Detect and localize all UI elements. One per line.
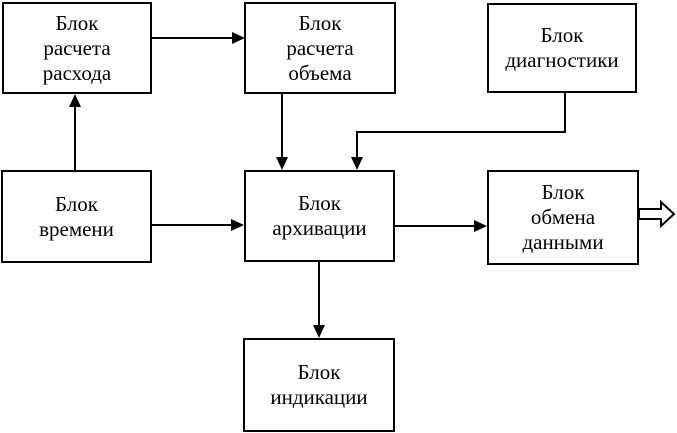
connector-flow-to-volume bbox=[152, 32, 245, 44]
block-time: Блок времени bbox=[1, 170, 152, 263]
block-flow-calc: Блок расчета расхода bbox=[2, 2, 152, 94]
connector-diagnostics-to-archive bbox=[351, 93, 566, 170]
block-volume-calc: Блок расчета объема bbox=[244, 2, 396, 94]
output-block-arrow-icon bbox=[638, 199, 676, 229]
connector-volume-to-archive bbox=[276, 94, 288, 170]
block-data-exchange: Блок обмена данными bbox=[487, 170, 639, 265]
connector-archive-to-exchange bbox=[395, 220, 487, 232]
block-indication: Блок индикации bbox=[243, 338, 395, 432]
block-diagnostics: Блок диагностики bbox=[487, 3, 637, 93]
connector-time-to-flow bbox=[69, 94, 81, 170]
connector-time-to-archive bbox=[152, 219, 244, 231]
connector-archive-to-indication bbox=[313, 262, 325, 338]
block-archive: Блок архивации bbox=[244, 170, 395, 262]
